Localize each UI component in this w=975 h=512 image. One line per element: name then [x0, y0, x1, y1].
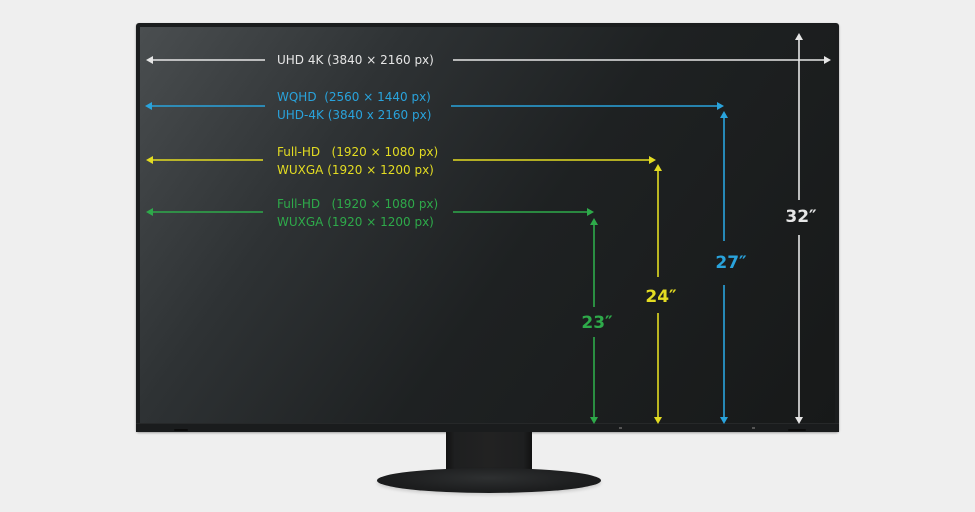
arrows-27-inch: [145, 102, 728, 424]
size-label-23: 23″: [581, 313, 613, 333]
bezel-button-slot: [788, 429, 806, 431]
resolution-label-27-wqhd: WQHD (2560 × 1440 px): [277, 90, 431, 104]
monitor-stand-neck: [446, 432, 532, 472]
monitor-panel: [136, 23, 839, 432]
power-indicator-dot: [619, 427, 622, 429]
arrows-32-inch: [146, 33, 831, 424]
resolution-label-23-fullhd: Full-HD (1920 × 1080 px): [277, 197, 439, 211]
resolution-label-23-wuxga: WUXGA (1920 × 1200 px): [277, 215, 434, 229]
button-dot: [752, 427, 755, 429]
bezel-sensor-slot: [174, 429, 188, 431]
monitor-stand-base: [377, 468, 601, 493]
resolution-label-24-fullhd: Full-HD (1920 × 1080 px): [277, 145, 439, 159]
arrows-24-inch: [146, 156, 662, 424]
resolution-label-32-uhd4k: UHD 4K (3840 × 2160 px): [277, 53, 434, 67]
arrows-23-inch: [146, 208, 598, 424]
monitor-bottom-bezel: [136, 423, 839, 432]
size-label-32: 32″: [785, 207, 817, 227]
resolution-label-24-wuxga: WUXGA (1920 × 1200 px): [277, 163, 434, 177]
resolution-label-27-uhd4k: UHD-4K (3840 x 2160 px): [277, 108, 432, 122]
monitor-screen: [140, 27, 835, 424]
size-label-27: 27″: [715, 253, 747, 273]
size-label-24: 24″: [645, 287, 677, 307]
